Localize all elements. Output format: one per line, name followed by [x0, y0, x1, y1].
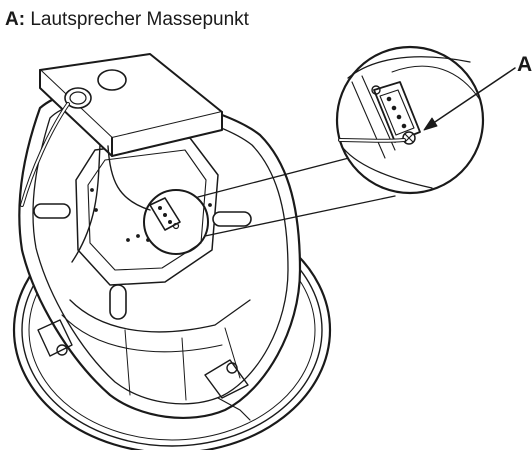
- magnifier-source-circle: [143, 189, 209, 255]
- callout-label-a: A: [517, 53, 532, 76]
- caption-key: A:: [5, 9, 26, 30]
- zoom-line-lower: [204, 195, 396, 237]
- callout-arrow: [423, 67, 516, 131]
- caption-text: Lautsprecher Massepunkt: [30, 9, 249, 30]
- cables: [20, 102, 151, 263]
- figure-caption: A: Lautsprecher Massepunkt: [5, 8, 249, 32]
- zoom-line-upper: [197, 151, 373, 198]
- terminal-connector: [149, 197, 181, 231]
- junction-box: [39, 53, 223, 157]
- magnified-inset: [335, 45, 485, 195]
